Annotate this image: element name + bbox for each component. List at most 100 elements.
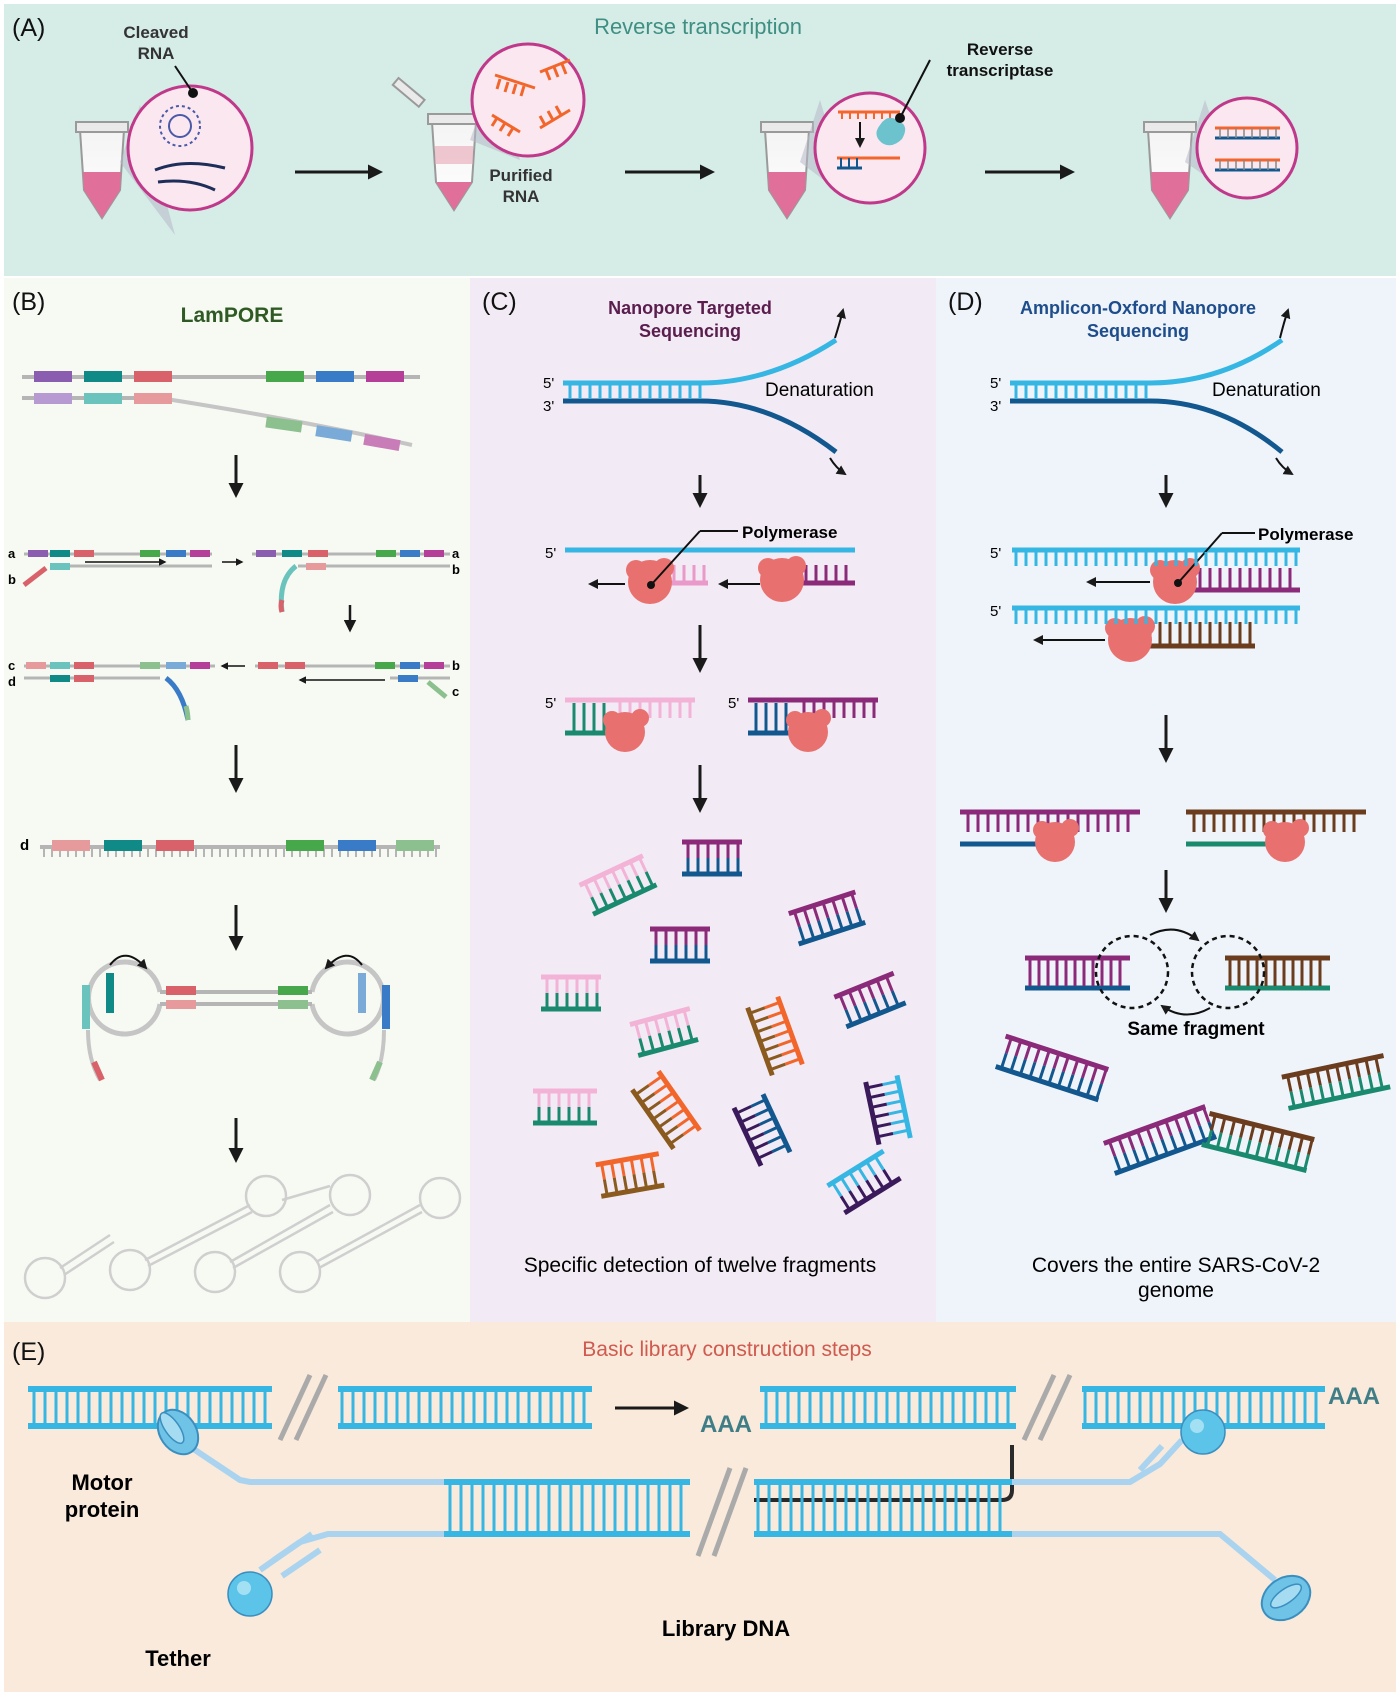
c-fragment-3 xyxy=(787,889,867,947)
panel-c-products: 5' 5' xyxy=(545,695,878,752)
primer-blocks-top xyxy=(34,371,404,452)
e-duplex-1 xyxy=(28,1373,592,1442)
d-fragment-1 xyxy=(994,1033,1110,1103)
c-polymerase-five-prime: 5' xyxy=(545,545,556,562)
panel-d-title-1: Amplicon-Oxford Nanopore xyxy=(1020,298,1256,318)
c-fragment-11 xyxy=(731,1093,793,1167)
reverse-transcription-lens xyxy=(813,59,931,205)
purified-rna-label-1: Purified xyxy=(489,166,552,185)
d-fragment-4 xyxy=(1201,1110,1315,1174)
d-five-prime: 5' xyxy=(990,375,1001,392)
panel-a-title: Reverse transcription xyxy=(594,14,802,39)
lampore-dumbbell xyxy=(82,954,390,1082)
e-poly-a-left: AAA xyxy=(700,1411,752,1438)
panel-b-label: (B) xyxy=(12,288,45,316)
tether-label: Tether xyxy=(145,1646,211,1671)
cleaved-rna-label-1: Cleaved xyxy=(123,23,188,42)
strand-label-c-right: c xyxy=(452,684,459,699)
c-three-prime: 3' xyxy=(543,398,554,415)
purified-rna-label-2: RNA xyxy=(503,187,540,206)
cleaved-rna-lens xyxy=(126,65,254,212)
panel-d-title-2: Sequencing xyxy=(1087,321,1189,341)
strand-label-b-right: b xyxy=(452,562,460,577)
panel-c-caption: Specific detection of twelve fragments xyxy=(524,1254,877,1277)
c-fragment-1 xyxy=(578,853,658,917)
panel-b: (B) LamPORE a xyxy=(8,288,462,1300)
strand-label-c: c xyxy=(8,658,15,673)
c-product-five-prime-1: 5' xyxy=(545,695,556,712)
strand-label-b-right-2: b xyxy=(452,658,460,673)
d-polymerase-label: Polymerase xyxy=(1258,525,1353,544)
panel-c-denaturation-duplex: 5' 3' Denaturation xyxy=(543,308,874,476)
c-fragment-4 xyxy=(650,926,710,964)
d-polymerase-five-prime-1: 5' xyxy=(990,545,1001,562)
c-fragment-9 xyxy=(533,1088,597,1126)
library-dna-label: Library DNA xyxy=(662,1616,790,1641)
c-fragment-8 xyxy=(745,995,805,1077)
reverse-transcriptase-label-1: Reverse xyxy=(967,40,1033,59)
motor-protein-label-2: protein xyxy=(65,1497,140,1522)
polymerase-icon-2 xyxy=(758,556,806,602)
cdna-lens xyxy=(1195,96,1299,200)
d-fragment-3 xyxy=(1102,1104,1218,1176)
reverse-transcriptase-label-2: transcriptase xyxy=(947,61,1054,80)
strand-label-a: a xyxy=(8,546,16,561)
cleaved-rna-label-2: RNA xyxy=(138,44,175,63)
c-fragment-2 xyxy=(682,839,742,877)
tether-icon-left xyxy=(227,1571,273,1617)
panel-c-title-2: Sequencing xyxy=(639,321,741,341)
d-polymerase-five-prime-2: 5' xyxy=(990,603,1001,620)
panel-d-same-fragment: Same fragment xyxy=(1025,928,1330,1040)
panel-c: (C) Nanopore Targeted Sequencing 5' 3' D… xyxy=(482,288,913,1277)
c-fragment-10 xyxy=(630,1069,702,1151)
motor-protein-icon xyxy=(156,1408,200,1456)
panel-c-background xyxy=(470,278,936,1322)
strand-label-d: d xyxy=(8,674,16,689)
reverse-transcriptase-icon xyxy=(876,117,906,146)
motor-protein-label-1: Motor xyxy=(71,1470,133,1495)
panel-d: (D) Amplicon-Oxford Nanopore Sequencing … xyxy=(948,288,1391,1302)
panel-e-label: (E) xyxy=(12,1338,45,1366)
panel-d-background xyxy=(936,278,1396,1322)
strand-label-b: b xyxy=(8,572,16,587)
lampore-concatemers xyxy=(23,1173,462,1300)
panel-e: (E) Basic library construction steps AAA… xyxy=(12,1338,1380,1671)
e-library-dna xyxy=(178,1437,1277,1583)
lampore-target-dna xyxy=(22,371,420,452)
panel-c-fragments xyxy=(533,839,913,1216)
e-poly-a-right: AAA xyxy=(1328,1383,1380,1410)
panel-c-label: (C) xyxy=(482,288,517,316)
c-five-prime: 5' xyxy=(543,375,554,392)
strand-label-a-right: a xyxy=(452,546,460,561)
tube-4-icon xyxy=(1143,121,1197,220)
panel-d-polymerase-step: 5' Polymerase 5' xyxy=(990,525,1353,662)
panel-d-label: (D) xyxy=(948,288,983,316)
panel-d-denaturation-duplex: 5' 3' Denaturation xyxy=(990,308,1321,476)
c-fragment-7 xyxy=(629,1006,699,1058)
c-fragment-6 xyxy=(833,970,907,1030)
tube-3-icon xyxy=(760,121,814,220)
tube-1-icon xyxy=(75,121,129,220)
c-polymerase-label: Polymerase xyxy=(742,523,837,542)
c-fragment-12 xyxy=(863,1074,913,1146)
lampore-strand-d: d xyxy=(20,837,440,857)
panel-d-products xyxy=(960,809,1366,862)
d-fragment-2 xyxy=(1281,1053,1391,1111)
c-fragment-14 xyxy=(826,1148,902,1216)
tether-icon-right xyxy=(1180,1409,1226,1455)
purified-rna-lens xyxy=(470,42,586,158)
c-product-five-prime-2: 5' xyxy=(728,695,739,712)
panel-c-polymerase-step: 5' Polymerase xyxy=(545,523,855,604)
d-same-fragment-label: Same fragment xyxy=(1127,1019,1265,1040)
panel-a: (A) Reverse transcription Cleaved RNA xyxy=(12,14,1299,235)
strand-label-d-main: d xyxy=(20,837,29,854)
panel-d-caption-1: Covers the entire SARS-CoV-2 xyxy=(1032,1254,1320,1277)
d-denaturation-label: Denaturation xyxy=(1212,380,1321,401)
panel-c-title-1: Nanopore Targeted xyxy=(608,298,772,318)
panel-b-title: LamPORE xyxy=(181,304,284,327)
d-three-prime: 3' xyxy=(990,398,1001,415)
lampore-step-2: a b a b xyxy=(8,546,460,633)
c-fragment-13 xyxy=(595,1151,665,1199)
